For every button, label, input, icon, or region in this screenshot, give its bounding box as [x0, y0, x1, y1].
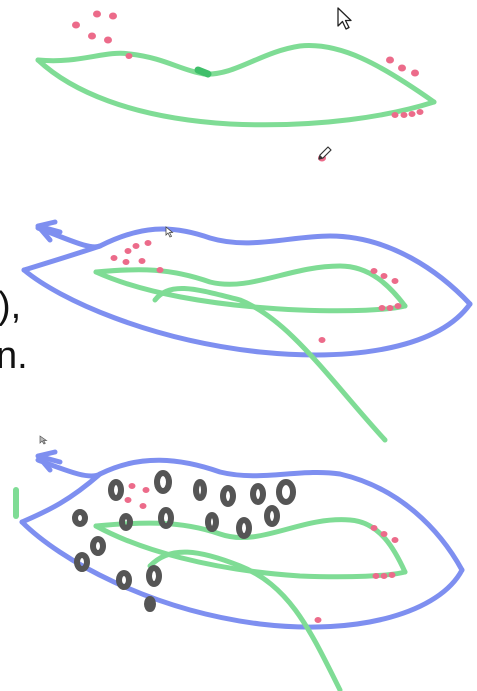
sketch-panel-1 [0, 0, 477, 180]
blue-left-tip-stroke [24, 246, 100, 270]
arrow-cursor-icon [336, 6, 354, 32]
pencil-cursor-icon [316, 144, 334, 162]
pink-dots-group-1 [72, 11, 424, 162]
left-edge-text-line-2: n. [0, 337, 28, 375]
small-arrow-cursor-icon [39, 435, 49, 445]
gray-spots-group [75, 473, 293, 609]
sketch-panel-3 [0, 430, 477, 691]
green-center-mark [198, 70, 208, 74]
green-upper-lip-stroke [38, 46, 434, 102]
lips-sketch-2 [0, 195, 477, 445]
sketch-panel-2 [0, 195, 477, 445]
lips-sketch-3 [0, 430, 477, 691]
blue-upper-outline-stroke [38, 228, 470, 304]
left-edge-text-line-1: ), [0, 287, 21, 325]
small-arrow-cursor-icon [165, 226, 174, 238]
lips-sketch-1 [0, 0, 477, 180]
blue-left-tip-stroke-3 [22, 474, 100, 522]
